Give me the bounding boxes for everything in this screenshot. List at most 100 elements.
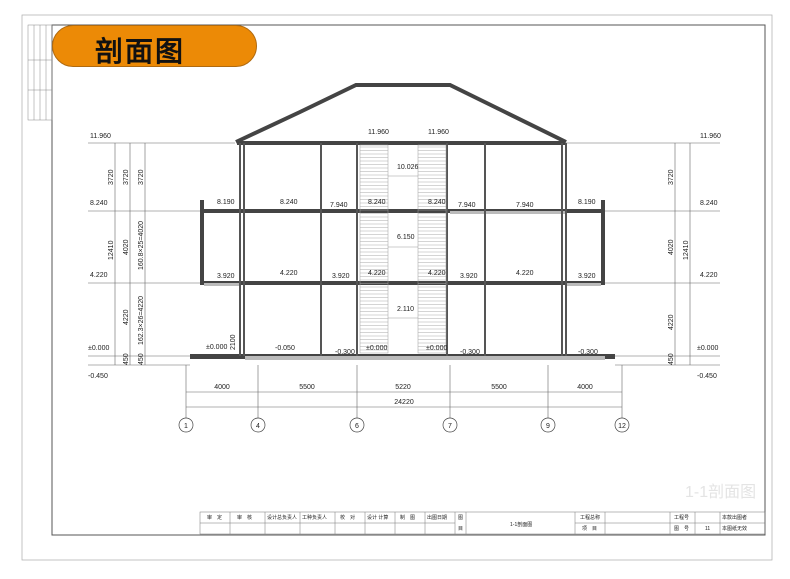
svg-text:5500: 5500 (299, 384, 315, 391)
svg-text:7.940: 7.940 (516, 202, 534, 209)
level-label: 8.240 (90, 200, 108, 207)
svg-text:图 号: 图 号 (674, 526, 689, 532)
level-label: 11.960 (90, 133, 111, 140)
svg-text:审 核: 审 核 (237, 514, 252, 521)
svg-text:图: 图 (458, 515, 463, 521)
svg-text:4000: 4000 (214, 384, 230, 391)
vertical-dims: 3720 12410 4220 450 3720 4020 450 3720 1… (108, 169, 690, 365)
svg-text:450: 450 (138, 353, 145, 365)
svg-text:160.8×25=4020: 160.8×25=4020 (138, 221, 145, 270)
svg-text:-0.050: -0.050 (275, 345, 295, 352)
svg-text:6.150: 6.150 (397, 234, 415, 241)
outer-frame (21, 14, 773, 561)
svg-text:4020: 4020 (668, 239, 675, 255)
svg-text:8.190: 8.190 (578, 199, 596, 206)
svg-text:5220: 5220 (395, 384, 411, 391)
svg-text:±0.000: ±0.000 (366, 345, 387, 352)
svg-text:目: 目 (458, 526, 463, 532)
title-block-text: 审 定 审 核 设计总负责人工种负责人 校 对 设计 计算 制 图 出图日期 图目 1-1剖面… (207, 514, 747, 532)
svg-text:4020: 4020 (123, 239, 130, 255)
svg-text:5500: 5500 (491, 384, 507, 391)
floor-hatch (204, 211, 605, 360)
level-label: ±0.000 (697, 345, 718, 352)
svg-text:-0.300: -0.300 (335, 349, 355, 356)
level-label: -0.450 (88, 373, 108, 380)
svg-text:8.240: 8.240 (428, 199, 446, 206)
level-label: -0.450 (697, 373, 717, 380)
svg-text:6: 6 (355, 423, 359, 430)
svg-text:7.940: 7.940 (458, 202, 476, 209)
svg-text:本款出图者: 本款出图者 (722, 514, 747, 521)
svg-text:162.3×26=4220: 162.3×26=4220 (138, 296, 145, 345)
svg-text:3.920: 3.920 (578, 273, 596, 280)
svg-text:设计总负责人: 设计总负责人 (267, 514, 297, 521)
svg-text:3.920: 3.920 (332, 273, 350, 280)
svg-text:2100: 2100 (230, 334, 237, 350)
slabs (190, 141, 615, 359)
svg-text:9: 9 (546, 423, 550, 430)
svg-text:2.110: 2.110 (397, 306, 414, 313)
svg-text:3720: 3720 (138, 169, 145, 185)
svg-text:8.240: 8.240 (280, 199, 298, 206)
svg-text:4.220: 4.220 (516, 270, 534, 277)
svg-text:3.920: 3.920 (460, 273, 478, 280)
svg-text:1: 1 (184, 423, 188, 430)
title-block (199, 511, 766, 535)
title-badge: 剖面图 (52, 25, 257, 68)
svg-text:4.220: 4.220 (368, 270, 386, 277)
svg-text:11.960: 11.960 (368, 129, 389, 136)
page-title: 剖面图 (95, 35, 186, 68)
svg-text:4: 4 (256, 423, 260, 430)
svg-text:制 图: 制 图 (400, 514, 415, 521)
svg-text:-0.300: -0.300 (460, 349, 480, 356)
svg-text:校 对: 校 对 (340, 514, 355, 521)
svg-text:3720: 3720 (108, 169, 115, 185)
svg-text:12410: 12410 (683, 240, 690, 260)
svg-text:设计 计算: 设计 计算 (367, 514, 388, 521)
svg-text:工程号: 工程号 (674, 514, 689, 521)
svg-text:3720: 3720 (123, 169, 130, 185)
watermark: 1-1剖面图 (685, 483, 756, 501)
svg-text:4220: 4220 (668, 314, 675, 330)
svg-text:7.940: 7.940 (330, 202, 348, 209)
svg-text:工种负责人: 工种负责人 (302, 514, 327, 521)
svg-text:3720: 3720 (668, 169, 675, 185)
svg-text:1-1剖面图: 1-1剖面图 (510, 521, 532, 528)
svg-text:-0.300: -0.300 (578, 349, 598, 356)
svg-text:8.190: 8.190 (217, 199, 235, 206)
level-label: 8.240 (700, 200, 718, 207)
svg-text:11: 11 (705, 526, 710, 532)
level-label: 4.220 (90, 272, 108, 279)
side-strip (27, 24, 53, 121)
roof (235, 83, 567, 144)
floor-levels: 8.190 8.240 7.940 8.240 8.240 7.940 7.940 8.190… (206, 129, 598, 356)
svg-text:450: 450 (123, 353, 130, 365)
left-levels: 11.960 8.240 4.220 ±0.000 -0.450 11.960 … (88, 133, 721, 380)
svg-text:11.960: 11.960 (428, 129, 449, 136)
staircase (359, 144, 447, 354)
svg-text:项 目: 项 目 (582, 526, 597, 532)
svg-text:出图日期: 出图日期 (427, 514, 447, 521)
walls (239, 143, 567, 356)
svg-text:24220: 24220 (394, 399, 414, 406)
inner-frame (51, 24, 766, 536)
level-label: 4.220 (700, 272, 718, 279)
svg-text:工程总称: 工程总称 (580, 514, 600, 521)
level-label: 11.960 (700, 133, 721, 140)
svg-text:本图纸无效: 本图纸无效 (722, 525, 747, 532)
svg-text:12410: 12410 (108, 240, 115, 260)
horizontal-dim-lines (185, 365, 623, 418)
svg-text:12: 12 (618, 423, 626, 430)
svg-text:4.220: 4.220 (280, 270, 298, 277)
axis-markers: 1 4 6 7 9 12 (178, 417, 630, 433)
svg-text:3.920: 3.920 (217, 273, 235, 280)
svg-text:4.220: 4.220 (428, 270, 446, 277)
svg-text:450: 450 (668, 353, 675, 365)
svg-text:8.240: 8.240 (368, 199, 386, 206)
svg-text:10.026: 10.026 (397, 164, 419, 171)
svg-text:审 定: 审 定 (207, 514, 222, 521)
svg-text:±0.000: ±0.000 (426, 345, 447, 352)
